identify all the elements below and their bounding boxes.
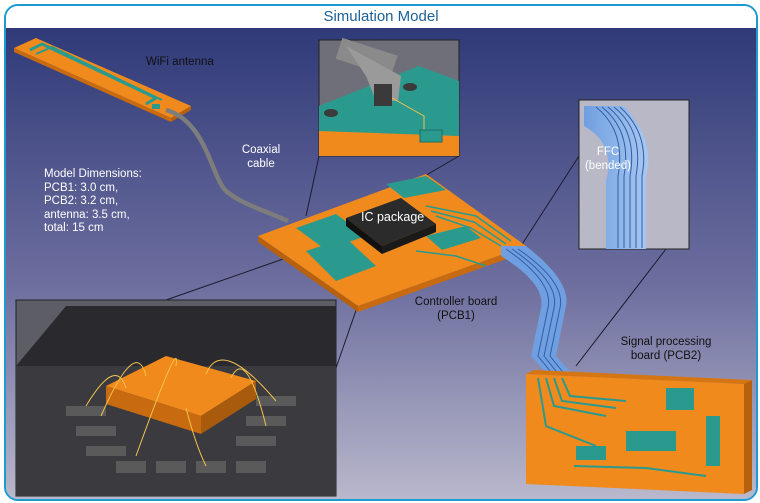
controller-board-label-line2: (PCB1) (437, 309, 475, 322)
page-title: Simulation Model (323, 8, 439, 25)
coax-detail-inset (318, 37, 460, 157)
figure-frame: Simulation Model WiFi antenna Coaxial ca… (4, 4, 758, 501)
ffc-cable (501, 246, 576, 378)
controller-board-label: Controller board (PCB1) (396, 296, 516, 323)
dimension-pcb2: PCB2: 3.2 cm, (44, 195, 119, 207)
model-dimensions-heading: Model Dimensions: (44, 168, 142, 180)
ffc-label: FFC (bended) (578, 146, 638, 173)
wifi-antenna-label: WiFi antenna (146, 56, 214, 68)
signal-board-label-line1: Signal processing (620, 336, 712, 348)
ffc-detail-inset (578, 99, 690, 250)
signal-board-label-line2: board (PCB2) (630, 349, 702, 362)
ffc-label-line1: FFC (596, 146, 620, 158)
dimension-antenna: antenna: 3.5 cm, (44, 208, 130, 221)
title-bar (6, 6, 756, 28)
ic-package-label: IC package (361, 210, 425, 224)
coaxial-cable-label: Coaxial cable (231, 144, 291, 171)
coaxial-cable-label-line2: cable (247, 157, 275, 170)
dimension-total: total: 15 cm (44, 222, 104, 234)
ffc-label-line2: (bended) (584, 159, 632, 172)
controller-board-pcb1 (258, 174, 526, 312)
dimension-pcb1: PCB1: 3.0 cm, (44, 181, 119, 194)
coaxial-cable-label-line1: Coaxial (241, 144, 281, 156)
signal-processing-board-pcb2 (526, 370, 752, 494)
signal-board-label: Signal processing board (PCB2) (606, 336, 726, 363)
simulation-scene (6, 6, 756, 499)
model-dimensions: Model Dimensions: PCB1: 3.0 cm, PCB2: 3.… (44, 168, 142, 236)
wifi-antenna (14, 38, 191, 122)
coaxial-cable (165, 107, 289, 224)
controller-board-label-line1: Controller board (414, 296, 498, 308)
ic-detail-inset (15, 299, 337, 497)
